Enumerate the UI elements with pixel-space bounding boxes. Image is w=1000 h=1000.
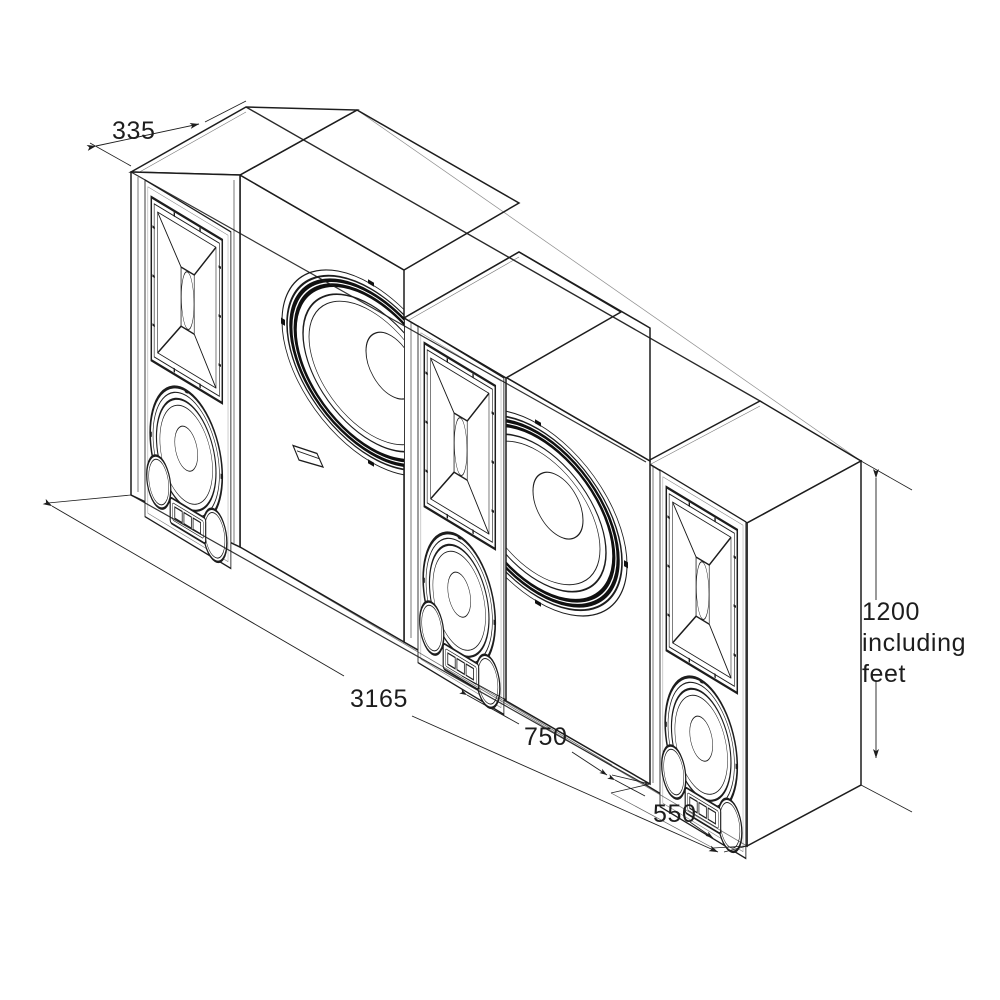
dim-overall-3165-label: 3165 xyxy=(350,685,408,713)
dim-height-1200-label-line1: 1200 xyxy=(862,598,920,626)
dim-module-550: 550 xyxy=(607,774,748,849)
dim-height-1200-label-line2: including xyxy=(862,629,966,657)
cabinet-middle-baffle-contents xyxy=(416,324,506,718)
side-face-1 xyxy=(238,109,521,644)
cabinet-right xyxy=(644,400,863,862)
dim-depth-335-label: 335 xyxy=(112,117,156,145)
cabinet-middle xyxy=(402,251,623,718)
cabinet-right-side-face xyxy=(746,459,862,848)
dim-height-1200-label-line3: feet xyxy=(862,660,906,688)
dim-module-750-label: 750 xyxy=(524,723,568,751)
dim-depth-335: 335 xyxy=(86,100,247,167)
dim-module-750: 750 xyxy=(459,675,651,785)
dim-overall-3165: 3165 xyxy=(42,494,748,853)
dim-height-1200: 1200 including feet xyxy=(860,460,966,813)
dim-module-550-label: 550 xyxy=(653,800,697,828)
cabinet-left-baffle-contents xyxy=(143,178,233,572)
